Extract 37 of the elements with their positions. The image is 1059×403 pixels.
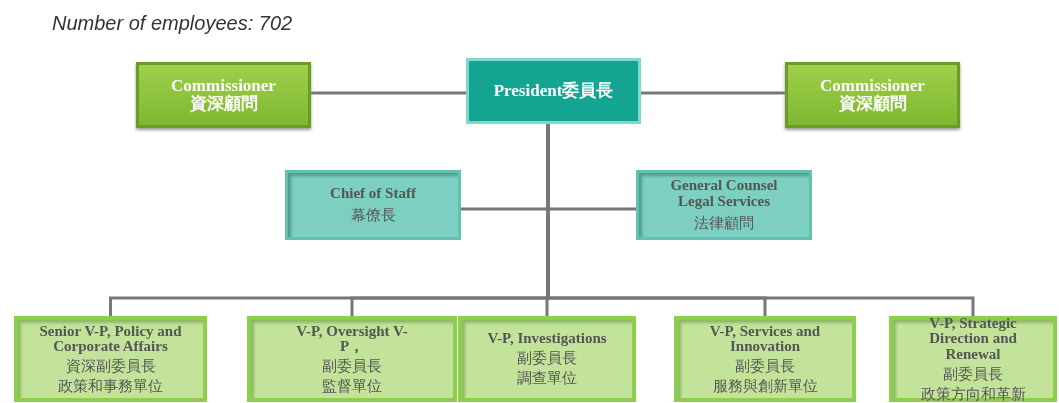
- commissioner-box: [136, 62, 311, 128]
- chinese-label: 政策方向和革新: [920, 386, 1026, 403]
- vice-president-box: [674, 316, 856, 402]
- chinese-label: 政策和事務單位: [58, 378, 163, 395]
- chinese-label: 資深顧問: [838, 95, 907, 113]
- role-title: Commissioner: [820, 77, 925, 95]
- president-box: [466, 58, 641, 124]
- role-title: General Counsel Legal Services: [669, 178, 779, 210]
- vice-president-box: [247, 316, 457, 402]
- role-title: V-P, Investigations: [487, 331, 607, 348]
- role-title: Chief of Staff: [330, 186, 416, 202]
- chinese-label: 幕僚長: [350, 208, 396, 224]
- chinese-label: 監督單位: [322, 378, 382, 395]
- chinese-label: 副委員長: [943, 366, 1003, 383]
- chinese-label: 調查單位: [517, 370, 577, 387]
- vice-president-box: [889, 316, 1057, 402]
- chinese-label: 資深副委員長: [65, 359, 156, 375]
- chinese-label: 副委員長: [735, 359, 795, 375]
- chinese-label: 副委員長: [322, 359, 382, 375]
- vice-president-box: [14, 316, 207, 402]
- role-title: V-P, Strategic Direction and Renewal: [928, 315, 1018, 363]
- vice-president-box: [458, 316, 636, 402]
- connector-line: [311, 91, 466, 95]
- role-title: Commissioner: [171, 77, 276, 95]
- role-title: V-P, Oversight V-P，: [295, 323, 409, 355]
- connector-line: [641, 91, 785, 95]
- staff-box: [285, 170, 461, 240]
- title: Number of employees: 702: [52, 12, 293, 35]
- role-title: President委員長: [493, 82, 614, 100]
- role-title: Senior V-P, Policy and Corporate Affairs: [38, 323, 183, 355]
- chinese-label: 資深顧問: [189, 95, 258, 113]
- chinese-label: 副委員長: [517, 351, 577, 367]
- commissioner-box: [785, 62, 960, 128]
- staff-box: [636, 170, 812, 240]
- chinese-label: 法律顧問: [694, 215, 754, 232]
- role-title: V-P, Services and Innovation: [708, 323, 822, 355]
- chinese-label: 服務與創新單位: [712, 378, 818, 395]
